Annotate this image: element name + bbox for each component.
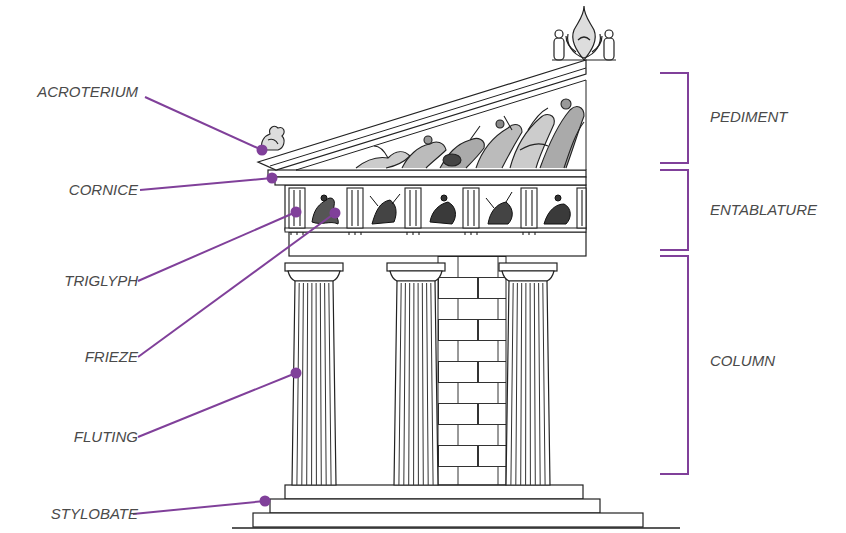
- triglyphs-part: [405, 188, 421, 228]
- metope-figures-part: [555, 195, 561, 201]
- part-label: STYLOBATE: [51, 505, 138, 523]
- part-label: COLUMN: [710, 352, 775, 370]
- leader-lines-part: [145, 97, 262, 150]
- metope-figures-part: [441, 195, 447, 201]
- part-label: PEDIMENT: [710, 108, 788, 126]
- part-label: FRIEZE: [85, 348, 138, 366]
- apex-acroterium-part: [604, 38, 614, 60]
- apex-acroterium-part: [578, 37, 590, 40]
- apex-acroterium-part: [554, 38, 564, 60]
- temple-steps-part: [270, 499, 600, 513]
- part-label: ACROTERIUM: [37, 83, 138, 101]
- doric-columns-part: [499, 263, 557, 485]
- entablature-block-part: [289, 232, 586, 256]
- apex-acroterium-part: [566, 36, 602, 52]
- pediment-sculpture-part: [564, 122, 584, 168]
- leader-lines-part: [331, 209, 340, 218]
- leader-lines-part: [138, 373, 296, 437]
- pediment-sculpture-part: [443, 154, 461, 166]
- metope-figures-part: [544, 204, 570, 224]
- triglyphs-part: [347, 188, 363, 228]
- pediment-sculpture-part: [356, 152, 410, 168]
- entablature-block-part: [285, 228, 586, 232]
- pediment-sculpture-part: [374, 116, 512, 158]
- part-label: ENTABLATURE: [710, 201, 817, 219]
- doric-columns: [285, 263, 557, 485]
- section-brackets: [660, 73, 688, 474]
- triglyphs-part: [521, 188, 537, 228]
- leader-lines-part: [258, 146, 267, 155]
- section-brackets-part: [660, 256, 688, 474]
- section-brackets-part: [660, 170, 688, 250]
- leader-lines-part: [133, 501, 265, 514]
- cornice-band: [268, 170, 586, 185]
- corner-acroterium-part: [268, 139, 278, 144]
- pediment-sculpture: [356, 99, 584, 168]
- metope-figures-part: [370, 194, 400, 206]
- brick-wall-part: [438, 256, 506, 485]
- apex-acroterium-part: [573, 6, 596, 60]
- metope-figures-part: [321, 195, 327, 201]
- cornice-band-part: [275, 177, 586, 185]
- triglyphs: [289, 188, 586, 235]
- doric-columns-part: [285, 263, 343, 485]
- temple-steps-part: [232, 527, 680, 529]
- pediment-sculpture-part: [402, 142, 446, 168]
- pediment-sculpture-part: [424, 136, 432, 144]
- doric-columns-part: [387, 263, 445, 485]
- metope-figures: [312, 192, 570, 224]
- section-brackets-part: [660, 73, 688, 163]
- pediment-sculpture-part: [561, 99, 571, 109]
- triglyphs-part: [463, 188, 479, 228]
- leader-lines-part: [261, 497, 270, 506]
- pediment-sculpture-part: [540, 107, 584, 168]
- part-label: CORNICE: [69, 181, 138, 199]
- leader-lines: [133, 97, 340, 514]
- triglyphs-part: [291, 232, 535, 235]
- apex-acroterium: [552, 6, 616, 60]
- temple-steps: [232, 485, 680, 528]
- leader-lines-part: [268, 174, 277, 183]
- pediment-sculpture-part: [520, 108, 548, 150]
- metope-figures-part: [486, 192, 512, 208]
- leader-lines-part: [138, 212, 296, 281]
- apex-acroterium-part: [568, 34, 601, 58]
- cornice-band-part: [268, 170, 586, 177]
- brick-wall: [438, 256, 506, 485]
- leader-lines-part: [140, 178, 272, 190]
- pediment-gable: [258, 60, 586, 170]
- pediment-sculpture-part: [496, 120, 504, 128]
- part-label: TRIGLYPH: [64, 272, 138, 290]
- apex-acroterium-part: [552, 59, 616, 60]
- entablature-block: [285, 185, 586, 256]
- triglyphs-part: [294, 190, 582, 226]
- triglyphs-part: [289, 188, 305, 228]
- part-label: FLUTING: [74, 428, 138, 446]
- apex-acroterium-part: [605, 30, 613, 38]
- apex-acroterium-part: [555, 30, 563, 38]
- leader-lines-part: [292, 208, 301, 217]
- temple-steps-part: [253, 513, 643, 527]
- metope-figures-part: [430, 202, 455, 224]
- temple-steps-part: [285, 485, 583, 499]
- pediment-gable-part: [258, 60, 586, 170]
- leader-lines-part: [138, 213, 335, 357]
- leader-lines-part: [292, 369, 301, 378]
- pediment-gable-part: [296, 80, 586, 170]
- entablature-block-part: [285, 185, 586, 230]
